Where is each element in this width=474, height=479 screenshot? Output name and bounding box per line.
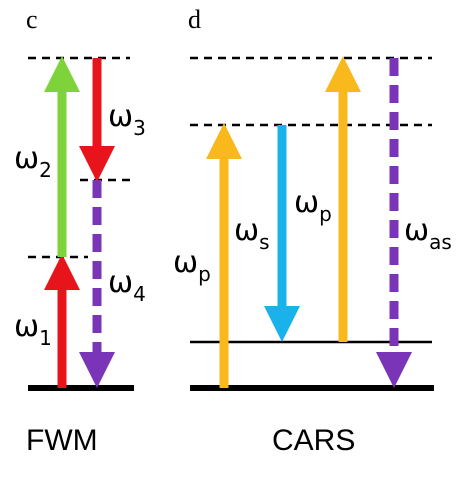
- fwm-omega2-label: ω2: [14, 141, 52, 182]
- fwm-caption: FWM: [26, 424, 98, 457]
- fwm-omega3-label: ω3: [108, 99, 146, 140]
- cars-omega-s-label: ωs: [234, 213, 270, 254]
- cars-caption: CARS: [272, 424, 355, 457]
- fwm-omega4-label: ω4: [108, 265, 146, 306]
- cars-omega-p-label-1: ωp: [173, 245, 211, 286]
- cars-panel-letter: d: [188, 5, 201, 34]
- fwm-panel-letter: c: [26, 5, 38, 34]
- cars-omega-as-label: ωas: [404, 213, 452, 254]
- cars-omega-p-label-2: ωp: [294, 185, 332, 226]
- fwm-omega1-label: ω1: [14, 309, 52, 350]
